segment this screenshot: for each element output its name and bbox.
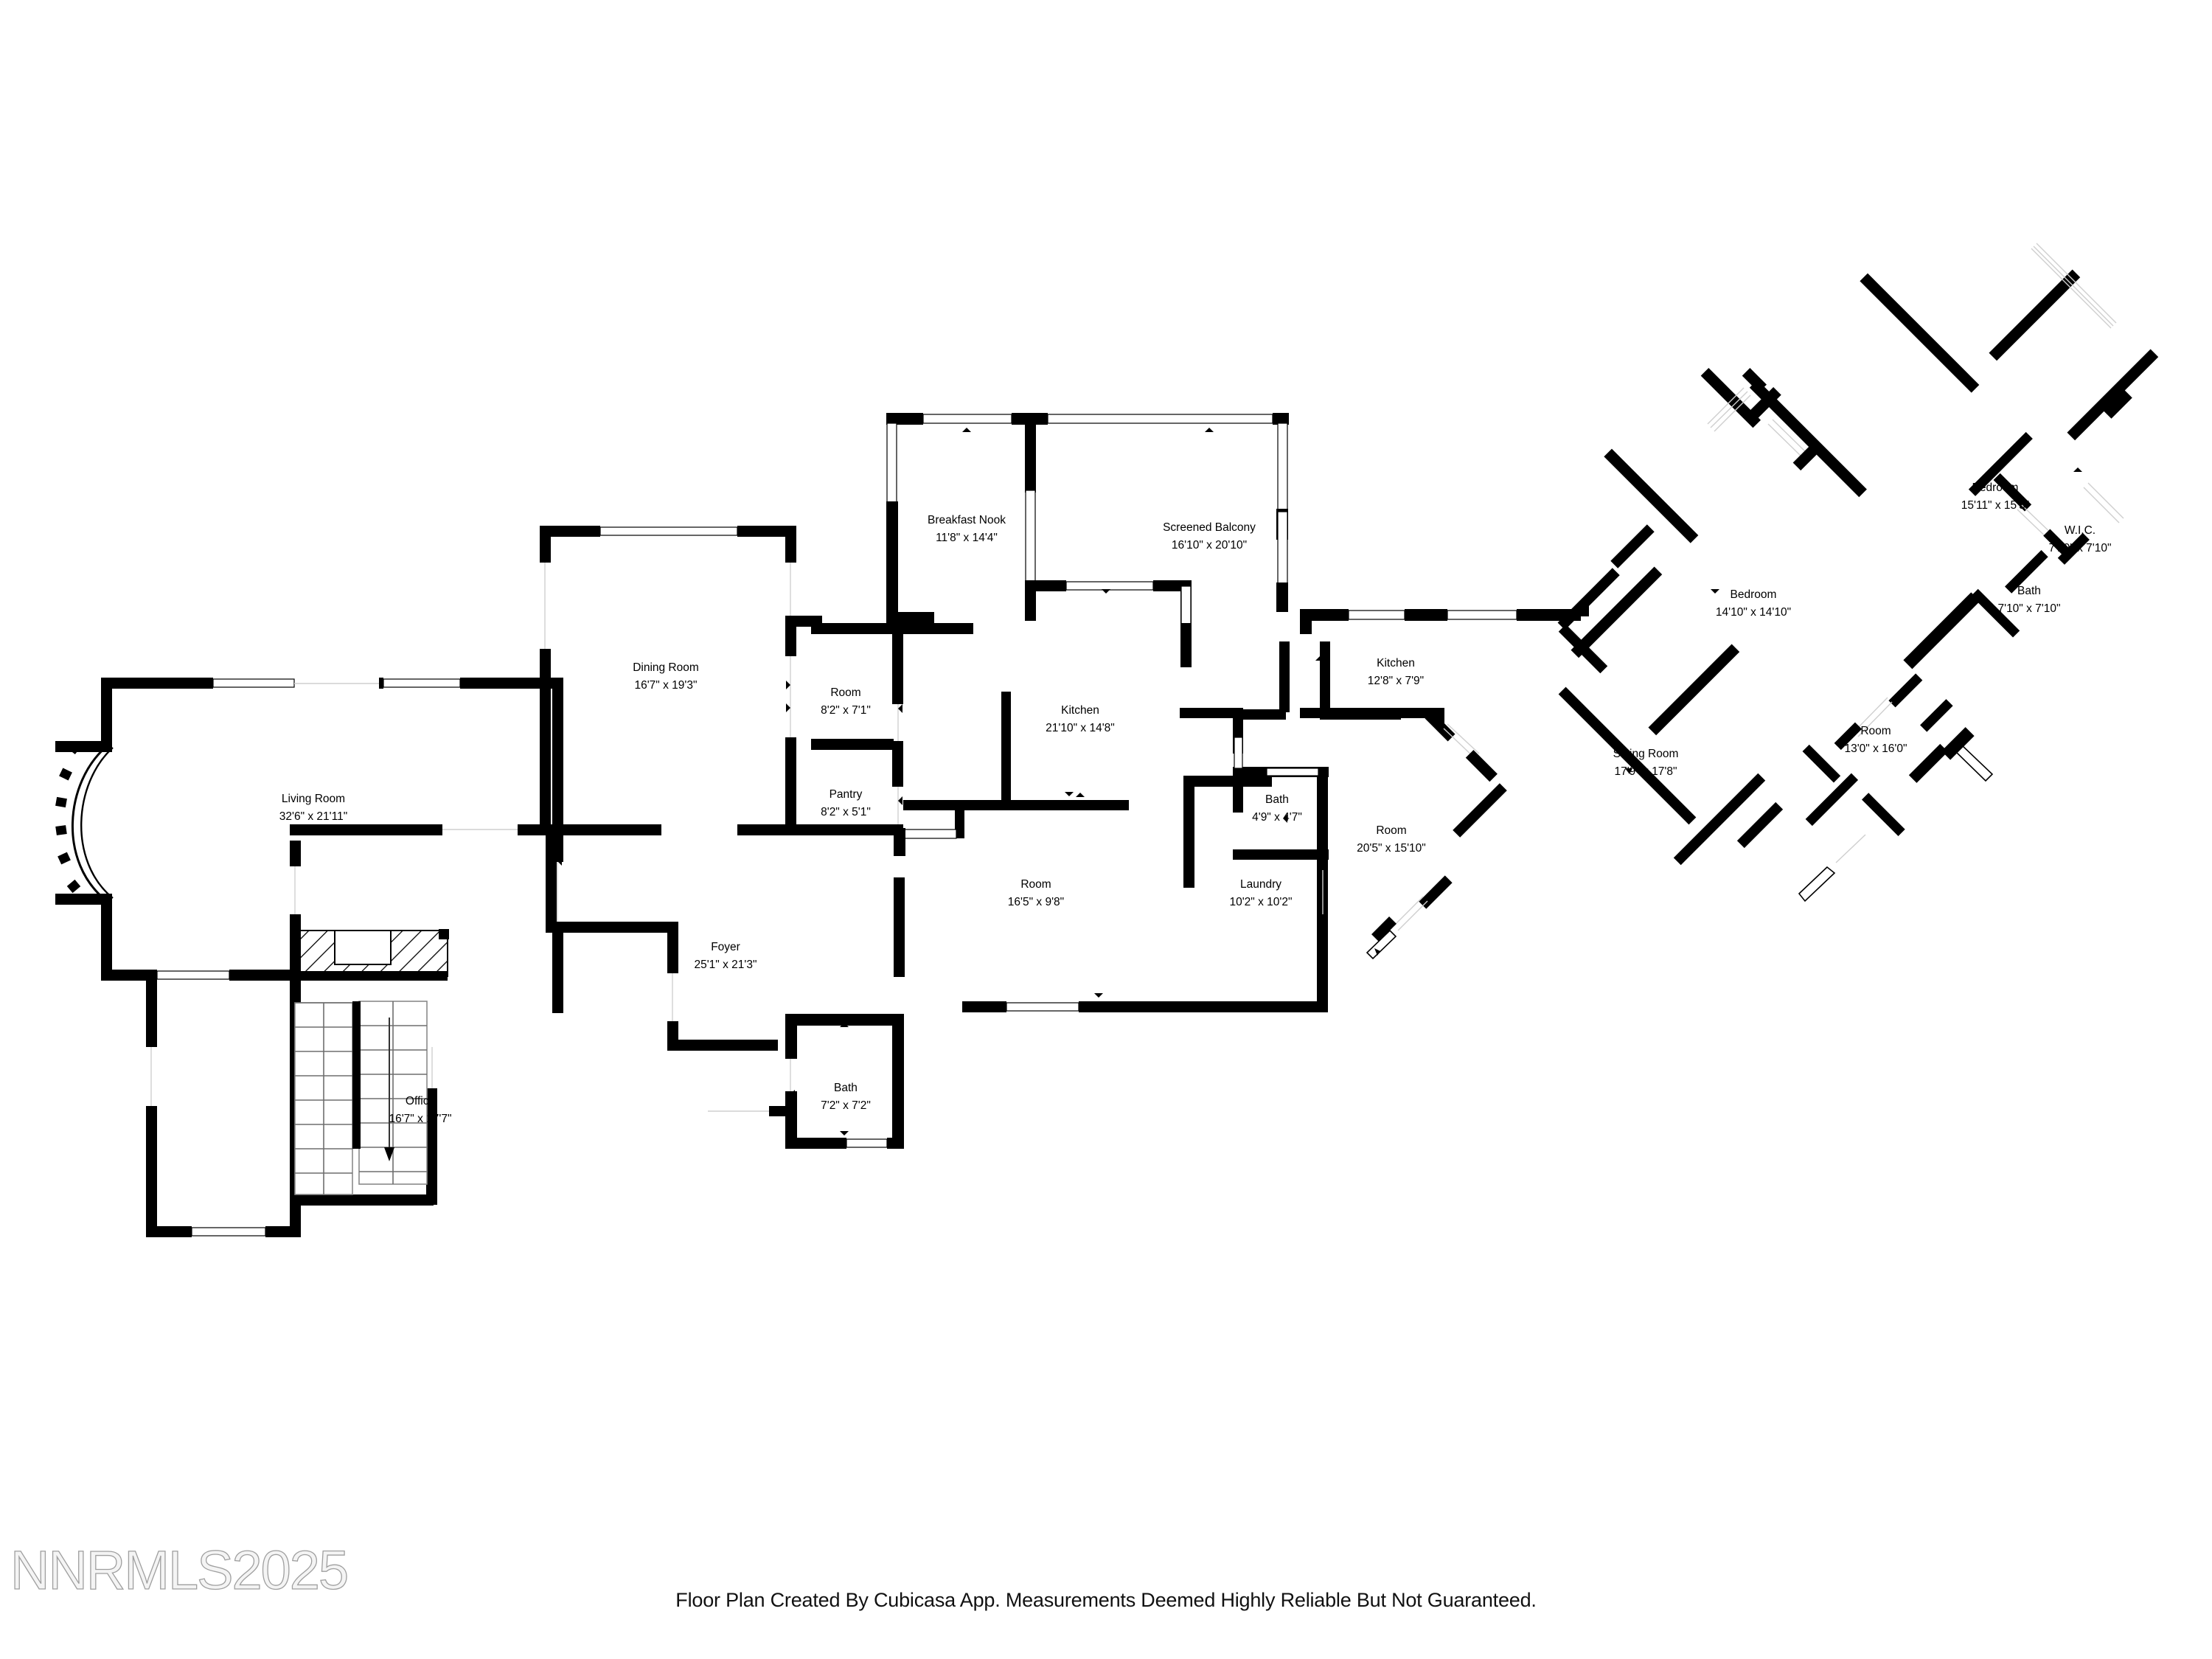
room-dim-bath-right: 7'10" x 7'10" <box>1997 602 2060 615</box>
room-dim-bath-4x4: 4'9" x 4'7" <box>1252 811 1302 824</box>
room-label-office: Office <box>406 1095 435 1107</box>
room-label-breakfast-nook: Breakfast Nook <box>928 514 1006 526</box>
room-label-living-room: Living Room <box>282 793 345 805</box>
room-dim-room-16x9: 16'5" x 9'8" <box>1008 896 1064 908</box>
room-dim-room-8x7: 8'2" x 7'1" <box>821 704 871 717</box>
screened-balcony-walls <box>1025 413 1289 667</box>
room-16x9-walls <box>894 877 1189 1012</box>
room-label-dining-room: Dining Room <box>633 661 699 674</box>
fireplace <box>299 929 449 981</box>
room-dim-wic: 7'10" x 7'10" <box>2048 542 2111 554</box>
room-dim-living-room: 32'6" x 21'11" <box>279 810 347 823</box>
room-label-pantry: Pantry <box>830 788 863 801</box>
room-label-room-16x9: Room <box>1020 878 1051 891</box>
room-label-laundry: Laundry <box>1240 878 1281 891</box>
room-dim-room-13x16: 13'0" x 16'0" <box>1844 742 1907 755</box>
bath-7x7-walls <box>708 1014 904 1149</box>
kitchen-main-walls <box>894 692 1129 856</box>
foyer-area <box>290 824 778 1206</box>
room-label-room-20x15: Room <box>1376 824 1406 837</box>
room-dim-bedroom-15x15: 15'11" x 15'5" <box>1961 499 2029 512</box>
room-dim-dining-room: 16'7" x 19'3" <box>634 679 697 692</box>
mls-watermark: NNRMLS2025 <box>10 1540 349 1601</box>
stairs-down <box>294 1001 428 1195</box>
living-room-walls <box>55 678 563 1013</box>
breakfast-nook-walls <box>886 413 1047 633</box>
room-dim-breakfast-nook: 11'8" x 14'4" <box>936 532 998 544</box>
room-label-bath-7x7: Bath <box>834 1082 858 1094</box>
room-dim-pantry: 8'2" x 5'1" <box>821 806 871 818</box>
room-label-foyer: Foyer <box>711 941 740 953</box>
room-label-wic: W.I.C. <box>2065 524 2096 537</box>
room-dim-laundry: 10'2" x 10'2" <box>1229 896 1292 908</box>
footer-caption: Floor Plan Created By Cubicasa App. Meas… <box>675 1589 1537 1611</box>
room-dim-room-20x15: 20'5" x 15'10" <box>1357 842 1426 855</box>
room-label-room-8x7: Room <box>830 686 860 699</box>
sitting-room-walls <box>1557 524 1784 866</box>
room-label-screened-balcony: Screened Balcony <box>1163 521 1256 534</box>
room-label-bath-right: Bath <box>2017 585 2041 597</box>
room-label-bath-4x4: Bath <box>1265 793 1289 806</box>
room-dim-bedroom-14x14: 14'10" x 14'10" <box>1716 606 1791 619</box>
room-20x15-walls <box>1366 711 1507 960</box>
room-label-sitting-room: Sitting Room <box>1613 748 1679 760</box>
room-dim-screened-balcony: 16'10" x 20'10" <box>1172 539 1247 552</box>
bedroom-wing-walls <box>1571 243 2159 902</box>
room-dim-kitchen-main: 21'10" x 14'8" <box>1046 722 1115 734</box>
room-dim-kitchen-second: 12'8" x 7'9" <box>1368 675 1424 687</box>
dining-room-walls <box>540 526 796 835</box>
room-label-kitchen-main: Kitchen <box>1061 704 1099 717</box>
room-label-kitchen-second: Kitchen <box>1377 657 1415 669</box>
laundry-bath-walls <box>1183 641 1401 1012</box>
curved-bay-window <box>55 740 114 902</box>
room-label-room-13x16: Room <box>1860 725 1891 737</box>
room-labels: Living Room 32'6" x 21'11" Office 16'7" … <box>279 481 2112 1125</box>
room-label-bedroom-15x15: Bedroom <box>1972 481 2019 494</box>
room-dim-bath-7x7: 7'2" x 7'2" <box>821 1099 871 1112</box>
room-dim-foyer: 25'1" x 21'3" <box>694 959 757 971</box>
room-dim-sitting-room: 17'9" x 17'8" <box>1614 765 1677 778</box>
room-dim-office: 16'7" x 17'7" <box>389 1113 451 1125</box>
room-label-bedroom-14x14: Bedroom <box>1731 588 1777 601</box>
